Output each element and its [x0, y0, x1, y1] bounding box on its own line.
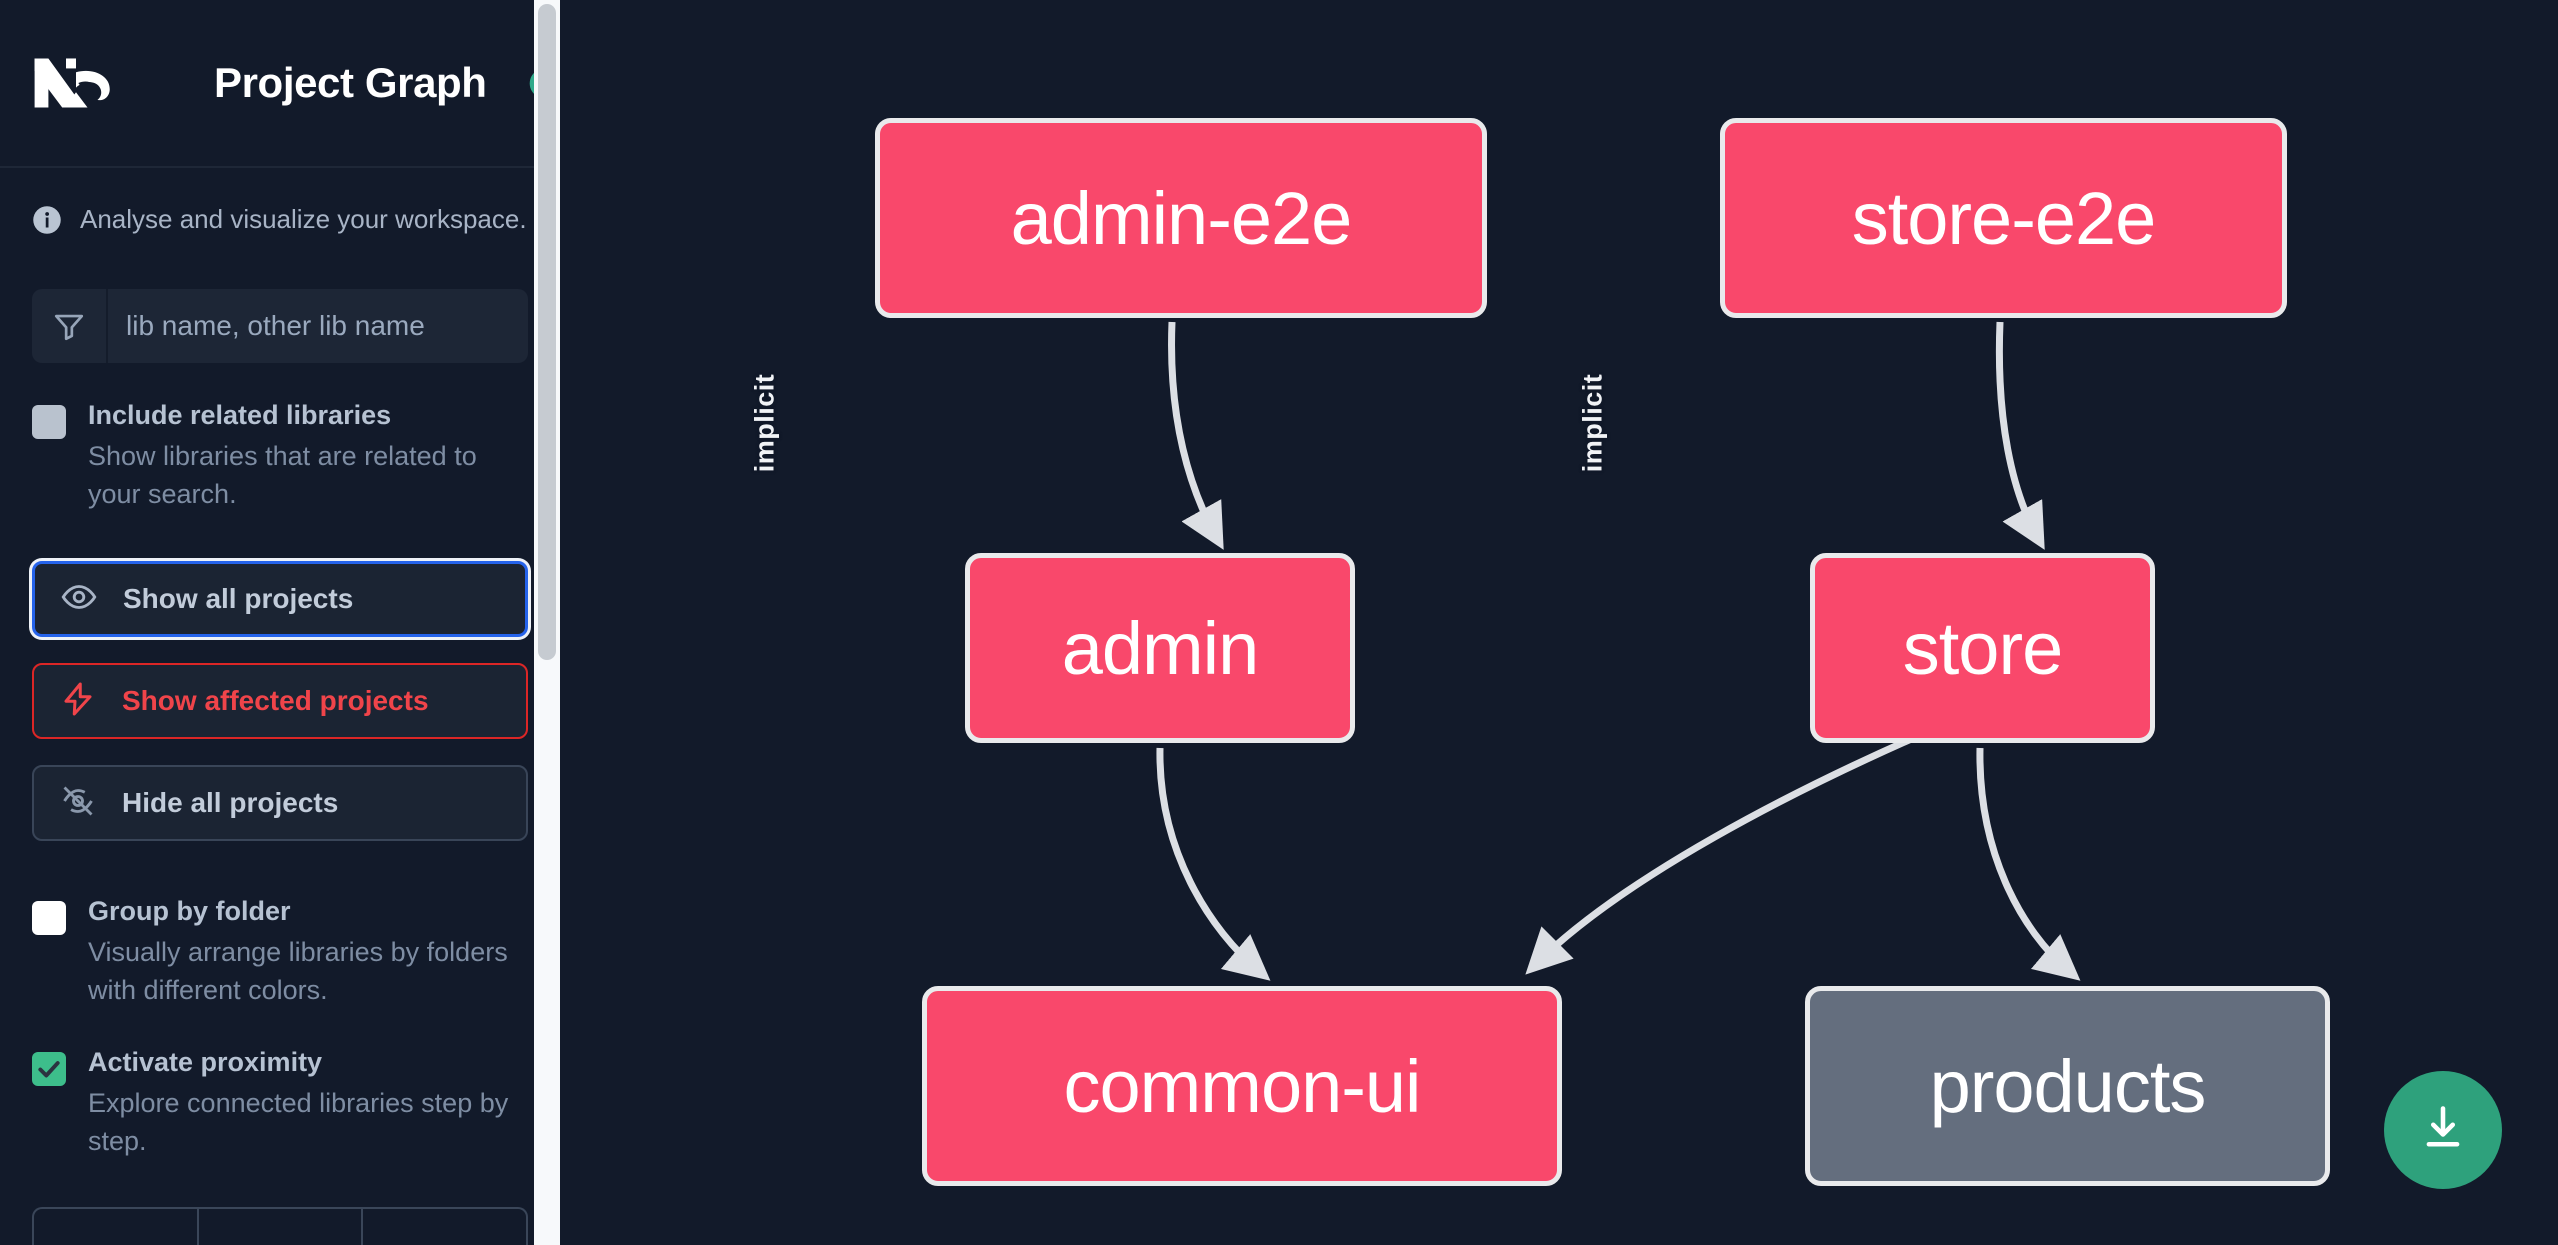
show-all-projects-label: Show all projects — [123, 583, 354, 615]
graph-canvas[interactable]: implicit implicit admin-e2e store-e2e ad… — [560, 0, 2558, 1245]
analyse-info-text: Analyse and visualize your workspace. — [80, 204, 527, 234]
option-label: Group by folder — [88, 896, 291, 927]
graph-node-products[interactable]: products — [1805, 986, 2330, 1186]
node-label: admin-e2e — [1010, 176, 1353, 260]
node-label: products — [1929, 1044, 2207, 1128]
edge-admin-common-ui — [1156, 747, 1271, 981]
option-group-by-folder[interactable]: Group by folder Visually arrange librari… — [32, 895, 528, 1009]
layout-segmented-control[interactable] — [32, 1207, 528, 1245]
download-icon — [2417, 1102, 2469, 1159]
sidebar-header: Project Graph — [0, 0, 560, 168]
segment-2[interactable] — [199, 1209, 364, 1245]
eye-off-icon — [60, 783, 96, 824]
node-label: common-ui — [1063, 1044, 1422, 1128]
option-description: Visually arrange libraries by folders wi… — [88, 937, 508, 1006]
page-title: Project Graph — [214, 59, 487, 106]
edge-store-products — [1976, 747, 2081, 981]
option-description: Show libraries that are related to your … — [88, 440, 477, 510]
filter-icon — [32, 289, 108, 363]
checkbox-activate-proximity[interactable] — [32, 1051, 66, 1086]
graph-node-common-ui[interactable]: common-ui — [922, 986, 1562, 1186]
sidebar: Project Graph Analyse and visualize your… — [0, 0, 560, 1245]
show-affected-projects-label: Show affected projects — [122, 685, 429, 717]
hide-all-projects-label: Hide all projects — [122, 787, 339, 819]
search-input[interactable] — [108, 289, 528, 363]
edge-label-implicit-store: implicit — [1577, 373, 1608, 473]
nx-logo-icon — [30, 52, 122, 114]
node-label: admin — [1061, 606, 1260, 690]
action-buttons: Show all projects Show affected projects — [32, 561, 528, 842]
option-label: Include related libraries — [88, 400, 392, 430]
graph-node-admin[interactable]: admin — [965, 553, 1355, 743]
checkbox-group-by-folder[interactable] — [32, 901, 66, 936]
option-label: Activate proximity — [88, 1046, 323, 1077]
edge-store-common-ui — [1525, 716, 1957, 975]
sidebar-body: Analyse and visualize your workspace. In… — [0, 204, 560, 1160]
analyse-info-row: Analyse and visualize your workspace. — [32, 204, 528, 235]
sidebar-scrollbar-thumb[interactable] — [538, 4, 556, 660]
node-label: store-e2e — [1851, 176, 2157, 260]
option-include-related-libraries[interactable]: Include related libraries Show libraries… — [32, 399, 528, 513]
hide-all-projects-button[interactable]: Hide all projects — [32, 765, 528, 842]
node-label: store — [1902, 606, 2064, 690]
download-button[interactable] — [2384, 1071, 2502, 1189]
segment-3[interactable] — [363, 1209, 526, 1245]
search-field[interactable] — [32, 289, 528, 363]
graph-node-store[interactable]: store — [1810, 553, 2155, 743]
info-circle-icon — [32, 205, 62, 235]
sidebar-scrollbar[interactable] — [534, 0, 560, 1245]
checkbox-include-related-libraries[interactable] — [32, 405, 66, 439]
eye-icon — [61, 579, 97, 620]
edge-admin-e2e-admin — [1168, 321, 1224, 550]
graph-node-admin-e2e[interactable]: admin-e2e — [875, 118, 1487, 318]
segment-1[interactable] — [34, 1209, 199, 1245]
graph-edges — [1156, 321, 2081, 981]
edge-label-implicit-admin: implicit — [749, 373, 780, 473]
show-affected-projects-button[interactable]: Show affected projects — [32, 663, 528, 740]
option-description: Explore connected libraries step by step… — [88, 1087, 509, 1156]
option-activate-proximity[interactable]: Activate proximity Explore connected lib… — [32, 1046, 528, 1160]
lightning-bolt-icon — [60, 681, 96, 722]
edge-store-e2e-store — [1995, 321, 2045, 550]
show-all-projects-button[interactable]: Show all projects — [32, 561, 528, 638]
graph-node-store-e2e[interactable]: store-e2e — [1720, 118, 2287, 318]
